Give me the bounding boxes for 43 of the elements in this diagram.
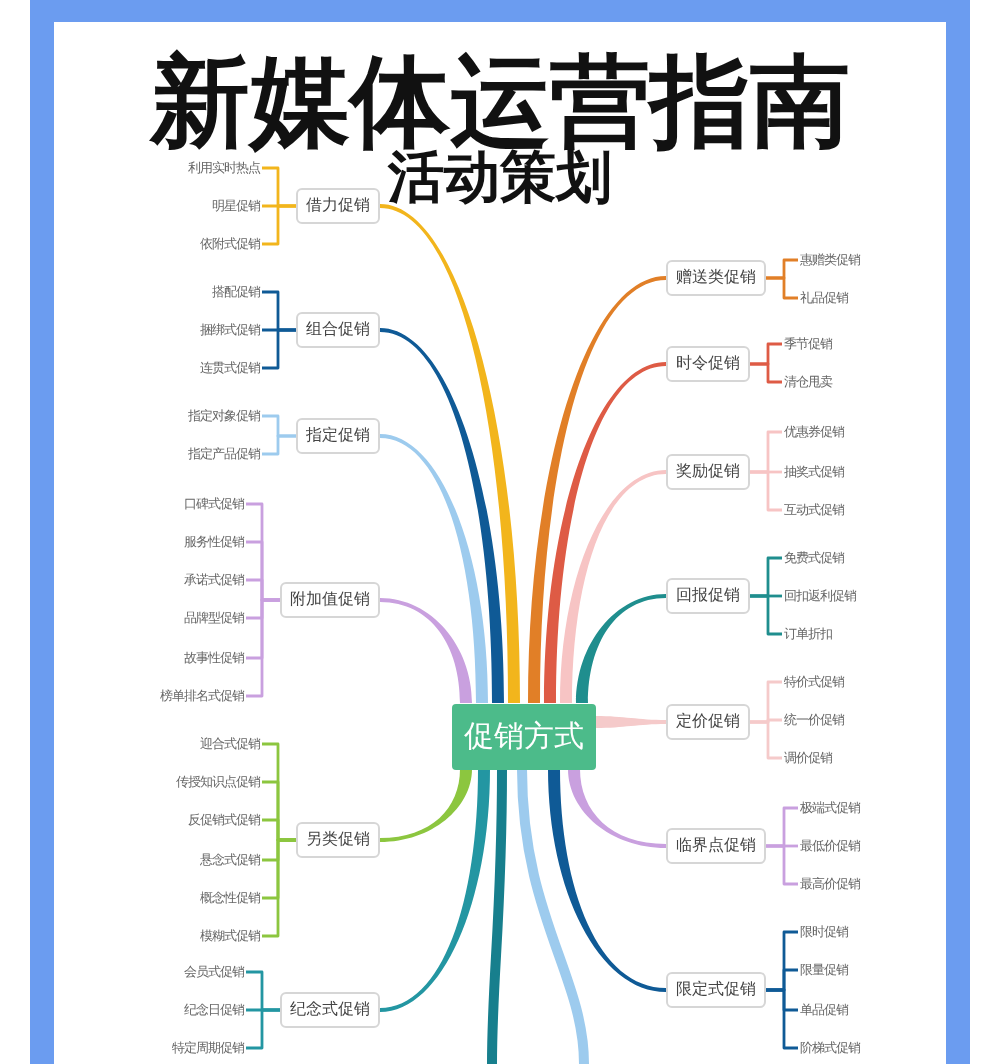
topic-box: 附加值促销 [280,582,380,618]
bracket-line [750,362,782,384]
bracket-line [262,838,296,938]
topic-box: 指定促销 [296,418,380,454]
branch-line [596,716,666,728]
bracket-line [750,470,782,512]
branch-line [380,769,490,1012]
bracket-line [766,844,798,886]
branch-line [380,598,472,703]
bracket-line [246,598,280,698]
branch-line [544,362,666,703]
bracket-line [750,720,782,760]
branch-line [576,594,666,703]
bracket-line [262,204,296,246]
branch-line [528,276,666,703]
branch-line [487,768,507,1064]
topic-box: 借力促销 [296,188,380,224]
bracket-line [246,1008,280,1050]
bracket-line [766,988,798,1050]
bracket-line [750,594,782,636]
topic-box: 纪念式促销 [280,992,380,1028]
branch-line [380,769,472,842]
central-topic-box: 促销方式 [452,703,596,769]
bracket-line [766,276,798,300]
branch-line [380,204,520,703]
topic-box: 另类促销 [296,822,380,858]
topic-box: 回报促销 [666,578,750,614]
bracket-line [262,328,296,370]
branch-line [568,769,666,848]
branch-line [548,769,666,992]
bracket-line [262,434,296,456]
topic-box: 临界点促销 [666,828,766,864]
branch-line [560,470,666,703]
topic-box: 奖励促销 [666,454,750,490]
subtitle: 活动策划 [388,150,612,206]
topic-box: 赠送类促销 [666,260,766,296]
topic-box: 定价促销 [666,704,750,740]
branch-line [380,328,504,703]
topic-box: 组合促销 [296,312,380,348]
topic-box: 限定式促销 [666,972,766,1008]
branch-line [517,768,589,1064]
branch-line [380,434,488,703]
topic-box: 时令促销 [666,346,750,382]
